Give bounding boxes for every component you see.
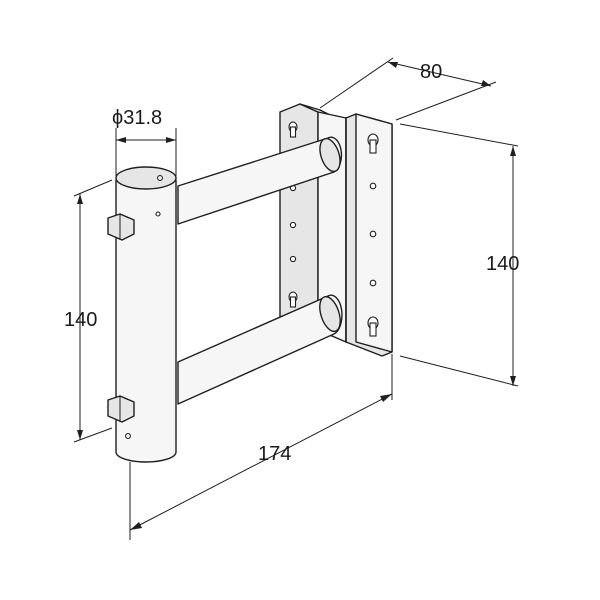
label-pipe-diameter: ϕ31.8 xyxy=(112,107,163,129)
label-height-right: 140 xyxy=(486,253,520,275)
lower-arm xyxy=(177,294,343,405)
vertical-pipe xyxy=(115,166,177,463)
keyhole-slot-top-left xyxy=(288,121,298,138)
keyhole-slot-bottom-right xyxy=(367,316,379,337)
label-depth: 80 xyxy=(420,61,443,83)
keyhole-slot-top-right xyxy=(367,133,379,154)
keyhole-slot-bottom-left xyxy=(288,291,298,308)
label-height-left: 140 xyxy=(64,309,98,331)
dim-length xyxy=(129,354,393,540)
dim-depth xyxy=(319,57,497,121)
dim-pipe-diameter xyxy=(115,128,177,176)
bolt-upper xyxy=(107,213,135,241)
upper-arm xyxy=(177,136,343,225)
label-length: 174 xyxy=(258,443,292,465)
dim-height-right xyxy=(399,123,519,387)
dim-height-left xyxy=(73,179,113,443)
bolt-lower xyxy=(107,395,135,423)
